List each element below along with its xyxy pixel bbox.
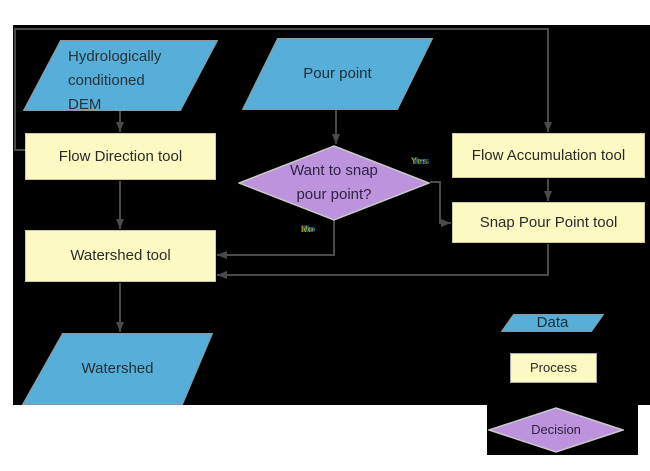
node-hydrologically-conditioned-dem: Hydrologically conditioned DEM: [23, 40, 218, 113]
legend-process-shape: Process: [510, 353, 597, 383]
node-label: Pour point: [303, 65, 372, 82]
node-snap-pour-point-tool: Snap Pour Point tool: [452, 202, 645, 243]
node-label: Snap Pour Point tool: [479, 213, 618, 231]
legend-decision-label: Decision: [531, 422, 581, 437]
node-flow-accumulation-tool: Flow Accumulation tool: [452, 133, 645, 178]
legend-decision-shape: Decision: [488, 407, 624, 453]
legend-data-label: Data: [536, 314, 569, 331]
node-label: Flow Accumulation tool: [471, 146, 626, 164]
legend-process-label: Process: [530, 360, 577, 375]
edge-label-yes: Yes: [412, 156, 430, 166]
node-label: Watershed tool: [70, 247, 171, 264]
node-label: Want to snap pour point?: [290, 162, 378, 203]
node-pour-point: Pour point: [242, 38, 433, 110]
node-flow-direction-tool: Flow Direction tool: [25, 133, 216, 180]
node-watershed-tool: Watershed tool: [25, 230, 216, 282]
legend-data-shape: Data: [501, 314, 604, 332]
node-label: Hydrologically conditioned DEM: [68, 48, 162, 113]
node-watershed-output: Watershed: [22, 333, 213, 405]
edge-label-no: No: [302, 224, 315, 234]
node-label: Flow Direction tool: [58, 147, 183, 165]
node-want-to-snap-decision: Want to snap pour point?: [238, 145, 430, 221]
node-label: Watershed: [81, 360, 154, 377]
